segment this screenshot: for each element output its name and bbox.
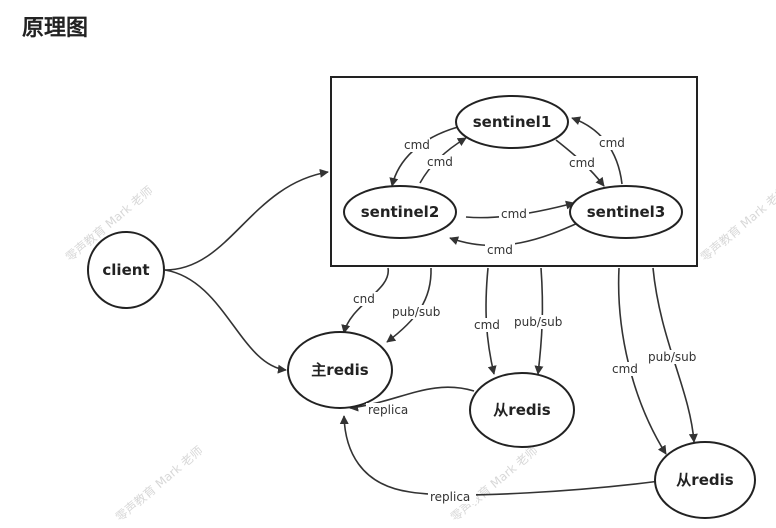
edge-label: cmd xyxy=(474,318,500,332)
watermark: 零声教育 Mark 老师 xyxy=(697,183,776,265)
edge-label: cmd xyxy=(427,155,453,169)
edge-s3-to-s1 xyxy=(571,116,623,185)
edge-label: cnd xyxy=(353,292,375,306)
edge-label: cmd xyxy=(599,136,625,150)
edge-client-to-master xyxy=(164,269,287,374)
edge-label: replica xyxy=(430,490,470,504)
node-label: sentinel1 xyxy=(473,113,552,131)
node-label: sentinel3 xyxy=(587,203,666,221)
node-label: client xyxy=(102,261,149,279)
watermark: 零声教育 Mark 老师 xyxy=(112,443,205,525)
edge-slave2-replica xyxy=(339,415,661,496)
node-sentinel1: sentinel1 xyxy=(455,95,569,149)
edge-label: cmd xyxy=(501,207,527,221)
node-slave-redis-1: 从redis xyxy=(469,372,575,448)
node-label: 从redis xyxy=(676,471,733,489)
edge-label: pub/sub xyxy=(648,350,696,364)
sentinel-cluster-box xyxy=(330,76,698,267)
edge-s3-to-s2 xyxy=(449,221,581,247)
node-master-redis: 主redis xyxy=(287,331,393,409)
page-title: 原理图 xyxy=(22,16,89,41)
edge-label: cmd xyxy=(404,138,430,152)
node-label: sentinel2 xyxy=(361,203,440,221)
edge-labels: cmd cmd cmd cmd cmd cmd cnd pub/sub cmd … xyxy=(351,136,704,504)
edge-label: replica xyxy=(368,403,408,417)
edge-label: cmd xyxy=(612,362,638,376)
node-sentinel2: sentinel2 xyxy=(343,185,457,239)
node-slave-redis-2: 从redis xyxy=(654,441,756,519)
edge-label: pub/sub xyxy=(514,315,562,329)
edge-label: cmd xyxy=(487,243,513,257)
node-label: 主redis xyxy=(311,361,368,379)
edge-slave1-replica xyxy=(349,386,475,412)
edge-client-to-box xyxy=(164,168,329,271)
node-client: client xyxy=(87,231,165,309)
edge-label: pub/sub xyxy=(392,305,440,319)
edge-label: cmd xyxy=(569,156,595,170)
node-sentinel3: sentinel3 xyxy=(569,185,683,239)
node-label: 从redis xyxy=(493,401,550,419)
watermark: 零声教育 Mark 老师 xyxy=(447,443,540,525)
